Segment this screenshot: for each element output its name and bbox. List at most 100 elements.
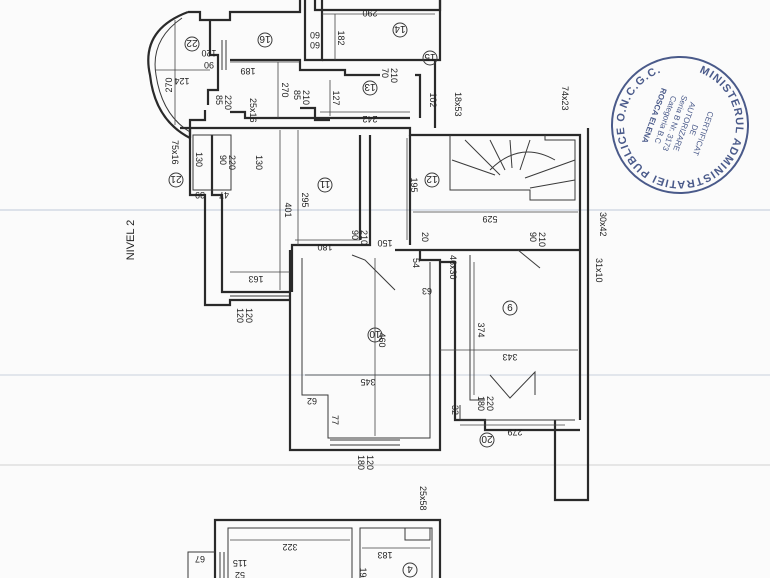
dimension-label: 21 — [170, 173, 182, 184]
dimension-label: 12 — [426, 173, 438, 184]
dimension-label: 220 — [227, 155, 237, 170]
dimension-label: 90 — [204, 60, 214, 70]
dimension-label: 74x23 — [560, 86, 570, 111]
dimension-label: 127 — [331, 90, 341, 105]
room-22: 22 — [184, 36, 200, 52]
authorization-stamp: MINISTERUL ADMINISTRATIEI PUBLICE O.N.C.… — [597, 41, 764, 208]
dimension-label: 60 — [310, 30, 320, 40]
dimension-label: 210 — [389, 68, 399, 83]
walls-upper — [147, 0, 590, 502]
dimension-label: 13 — [364, 81, 376, 92]
room-10: 10 — [367, 327, 383, 343]
room-13: 13 — [362, 80, 378, 96]
dimension-label: 242 — [362, 114, 377, 124]
dimension-label: 102 — [428, 92, 438, 107]
dimension-label: 32 — [450, 405, 460, 415]
dimension-label: 18x53 — [453, 92, 463, 117]
dimension-label: 183 — [377, 550, 392, 560]
dimension-label: 63 — [422, 286, 432, 296]
dimension-label: 124 — [174, 76, 189, 86]
dimension-label: 67 — [195, 554, 205, 564]
room-21: 21 — [168, 172, 184, 188]
dimension-lines — [155, 13, 578, 549]
dimension-label: 180 — [317, 242, 332, 252]
dimension-label: 189 — [240, 66, 255, 76]
dimension-label: 194 — [358, 567, 368, 578]
dimension-label: 77 — [330, 415, 340, 425]
dimension-label: 16 — [259, 33, 271, 44]
dimension-label: 295 — [300, 192, 310, 207]
dimension-label: 14 — [394, 23, 406, 34]
dimension-label: 322 — [282, 542, 297, 552]
dimension-label: 279 — [507, 427, 522, 437]
room-15: 15 — [422, 50, 438, 66]
dimension-label: 31x10 — [594, 258, 604, 283]
dimension-label: 270 — [164, 77, 174, 92]
dimension-label: 70 — [380, 68, 390, 78]
dimension-label: 30x42 — [598, 212, 608, 237]
dimension-label: 182 — [336, 30, 346, 45]
dimension-label: 20 — [481, 433, 493, 444]
dimension-label: 46x30 — [448, 255, 458, 280]
dimension-label: 60 — [310, 40, 320, 50]
dimension-label: 120 — [365, 455, 375, 470]
dimension-label: 374 — [476, 322, 486, 337]
dimension-label: 25x58 — [418, 486, 428, 511]
dimension-label: 180 — [356, 455, 366, 470]
dimension-label: 10 — [369, 328, 381, 339]
room-9: 9 — [502, 300, 518, 316]
dimension-label: 120 — [235, 308, 245, 323]
room-20: 20 — [479, 432, 495, 448]
dimension-label: 345 — [360, 377, 375, 387]
dimension-label: 85 — [214, 95, 224, 105]
dimension-label: 90 — [218, 155, 228, 165]
dimension-label: 52 — [235, 570, 245, 578]
dimension-label: 90 — [350, 230, 360, 240]
dimension-label: 460 — [377, 332, 387, 347]
dimension-label: 130 — [254, 155, 264, 170]
dimension-label: 529 — [482, 214, 497, 224]
dimension-label: 85 — [292, 90, 302, 100]
dimension-label: 25x16 — [248, 98, 258, 123]
room-12: 12 — [424, 172, 440, 188]
dimension-label: 75x16 — [170, 140, 180, 165]
room-4: 4 — [402, 562, 418, 578]
dimension-label: 11 — [319, 178, 330, 189]
dimension-label: 180 — [476, 396, 486, 411]
dimension-label: 290 — [362, 8, 377, 18]
dimension-label: 210 — [537, 232, 547, 247]
room-14: 14 — [392, 22, 408, 38]
level-title: NIVEL 2 — [125, 220, 137, 261]
dimension-label: 120 — [244, 308, 254, 323]
dimension-label: 150 — [377, 238, 392, 248]
dimension-label: 195 — [409, 177, 419, 192]
dimension-label: 210 — [359, 230, 369, 245]
dimension-label: 115 — [233, 558, 247, 568]
dimension-label: 343 — [502, 352, 517, 362]
room-labels: 22 16 14 13 15 21 11 12 10 9 20 4 — [168, 22, 518, 578]
dimension-label: 20 — [420, 232, 430, 242]
dimension-label: 90 — [528, 232, 538, 242]
dimension-label: 220 — [223, 95, 233, 110]
dimension-label: 401 — [283, 202, 293, 217]
dimension-label: 62 — [307, 396, 317, 406]
walls-lower — [187, 518, 442, 578]
dimension-label: 163 — [248, 274, 263, 284]
dimension-label: 210 — [301, 90, 311, 105]
dimension-label: 130 — [194, 152, 204, 167]
dimension-label: 54 — [411, 258, 421, 268]
dimension-label: DE — [687, 123, 699, 137]
dimension-label: 220 — [485, 396, 495, 411]
dimension-label: 4 — [407, 563, 413, 574]
dimension-label: 120 — [201, 48, 216, 58]
dimension-texts: 290 189 124 242 529 163 180 150 345 343 … — [164, 8, 608, 578]
room-11: 11 — [317, 177, 333, 193]
dimension-label: 9 — [507, 301, 513, 312]
room-16: 16 — [257, 32, 273, 48]
dimension-label: 39 — [195, 190, 205, 200]
dimension-label: 47 — [219, 190, 229, 200]
dimension-label: 22 — [186, 37, 198, 48]
dimension-label: 270 — [280, 82, 290, 97]
dimension-label: 15 — [424, 51, 436, 62]
